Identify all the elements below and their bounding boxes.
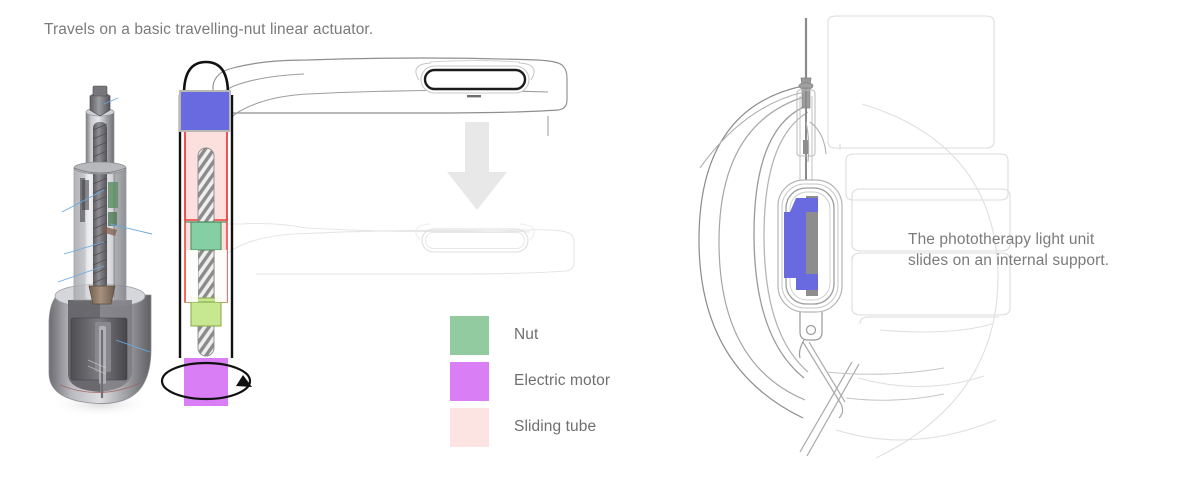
legend-label-nut: Nut xyxy=(514,326,539,343)
legend: Nut Electric motor Sliding tube xyxy=(450,312,680,450)
upper-cylinder xyxy=(85,111,115,171)
outer-tube xyxy=(73,167,127,301)
cable-lines xyxy=(699,91,827,169)
nut-upper xyxy=(190,221,222,251)
legend-item-electric-motor: Electric motor xyxy=(450,358,680,404)
rotation-arrowhead xyxy=(236,375,252,387)
light-unit-block xyxy=(181,92,229,130)
hex-cap xyxy=(89,89,111,117)
callout-leaders xyxy=(57,97,153,353)
legend-swatch-electric-motor xyxy=(450,361,489,401)
sliding-tube-upper-chamber xyxy=(184,127,228,221)
phototherapy-light-unit xyxy=(784,198,818,290)
lower-bracket xyxy=(798,312,823,359)
lead-screw-hatched xyxy=(197,147,215,357)
internal-support-rail xyxy=(806,196,818,296)
base-motor-block xyxy=(70,317,128,381)
arm-outline xyxy=(212,57,568,114)
canopy-dome-faint xyxy=(835,103,999,459)
arm-inner-contour xyxy=(209,73,549,156)
render-group xyxy=(48,85,153,417)
base-housing xyxy=(48,294,152,404)
arm-slot xyxy=(415,60,535,98)
travelling-nut xyxy=(88,285,116,305)
slot-opening xyxy=(423,68,527,91)
legend-label-electric-motor: Electric motor xyxy=(514,372,611,389)
legend-label-sliding-tube: Sliding tube xyxy=(514,418,597,435)
right-side-caption: The phototherapy light unit slides on an… xyxy=(908,231,1110,269)
support-struts xyxy=(799,341,860,457)
canopy-inner-arc xyxy=(753,105,809,379)
cable-loop-arc xyxy=(182,60,230,95)
lower-rails xyxy=(825,367,945,401)
legend-item-sliding-tube: Sliding tube xyxy=(450,404,680,450)
legend-swatch-nut xyxy=(450,315,489,355)
nut-lower xyxy=(190,297,222,327)
rotation-ellipse xyxy=(160,361,252,401)
canopy-dome-main xyxy=(698,85,808,419)
light-unit-housing xyxy=(777,179,843,313)
arm-ghost-outline xyxy=(205,222,575,295)
support-rod xyxy=(796,18,816,200)
lead-screw xyxy=(93,122,107,290)
canopy-panels xyxy=(827,15,1011,325)
legend-item-nut: Nut xyxy=(450,312,680,358)
sliding-tube xyxy=(184,127,228,303)
motor-block xyxy=(184,358,228,406)
page-title-caption: Travels on a basic travelling-nut linear… xyxy=(44,21,374,38)
legend-swatch-sliding-tube xyxy=(450,407,489,447)
light-unit-edge xyxy=(179,90,231,132)
arm-ghost-slot xyxy=(415,223,535,253)
down-arrow-icon xyxy=(447,122,507,210)
